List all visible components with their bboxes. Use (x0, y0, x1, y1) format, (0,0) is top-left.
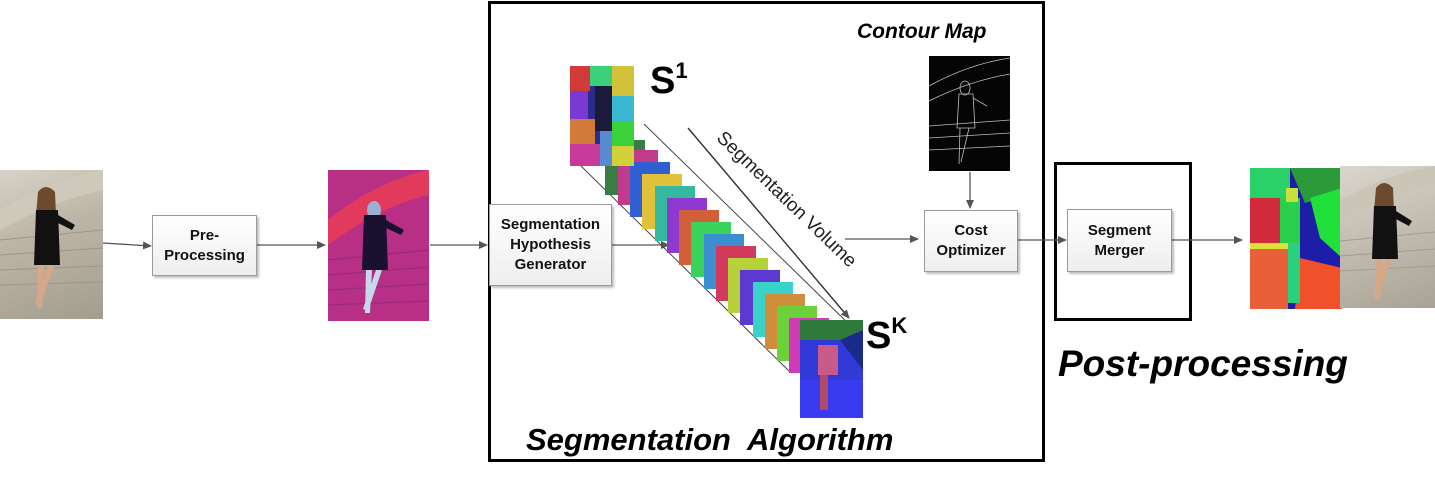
input-photo (0, 170, 103, 319)
volume-slices (605, 140, 829, 373)
s-first-superscript: 1 (675, 58, 688, 83)
cost-optimizer-box: Cost Optimizer (924, 210, 1018, 272)
hypothesis-generator-label: Segmentation Hypothesis Generator (500, 216, 601, 273)
contour-map-title: Contour Map (857, 20, 987, 43)
post-processing-frame (1054, 162, 1192, 321)
volume-outline-top (643, 123, 856, 331)
output-photo (1340, 166, 1435, 308)
contour-map-image (929, 56, 1010, 171)
preprocessing-label: Pre- Processing (164, 226, 245, 264)
segment-merger-box: Segment Merger (1067, 209, 1172, 272)
segment-merger-label: Segment Merger (1087, 221, 1152, 259)
preprocessed-image (328, 170, 429, 321)
cost-optimizer-label: Cost Optimizer (936, 222, 1006, 259)
segmentation-algorithm-caption: Segmentation Algorithm (526, 422, 894, 457)
last-hypothesis-image (800, 320, 863, 418)
arrow-input-to-preprocessing (102, 241, 152, 250)
s-last-label: SK (866, 313, 908, 357)
preprocessing-box: Pre- Processing (152, 215, 257, 276)
s-first-label: S1 (650, 58, 688, 102)
volume-axis-arrow (687, 127, 850, 319)
output-segmentation-image (1250, 168, 1342, 309)
first-hypothesis-image (570, 66, 634, 166)
hypothesis-generator-box: Segmentation Hypothesis Generator (489, 204, 612, 286)
s-last-superscript: K (891, 313, 908, 338)
post-processing-caption: Post-processing (1058, 343, 1348, 384)
volume-outline-bottom (579, 164, 791, 373)
